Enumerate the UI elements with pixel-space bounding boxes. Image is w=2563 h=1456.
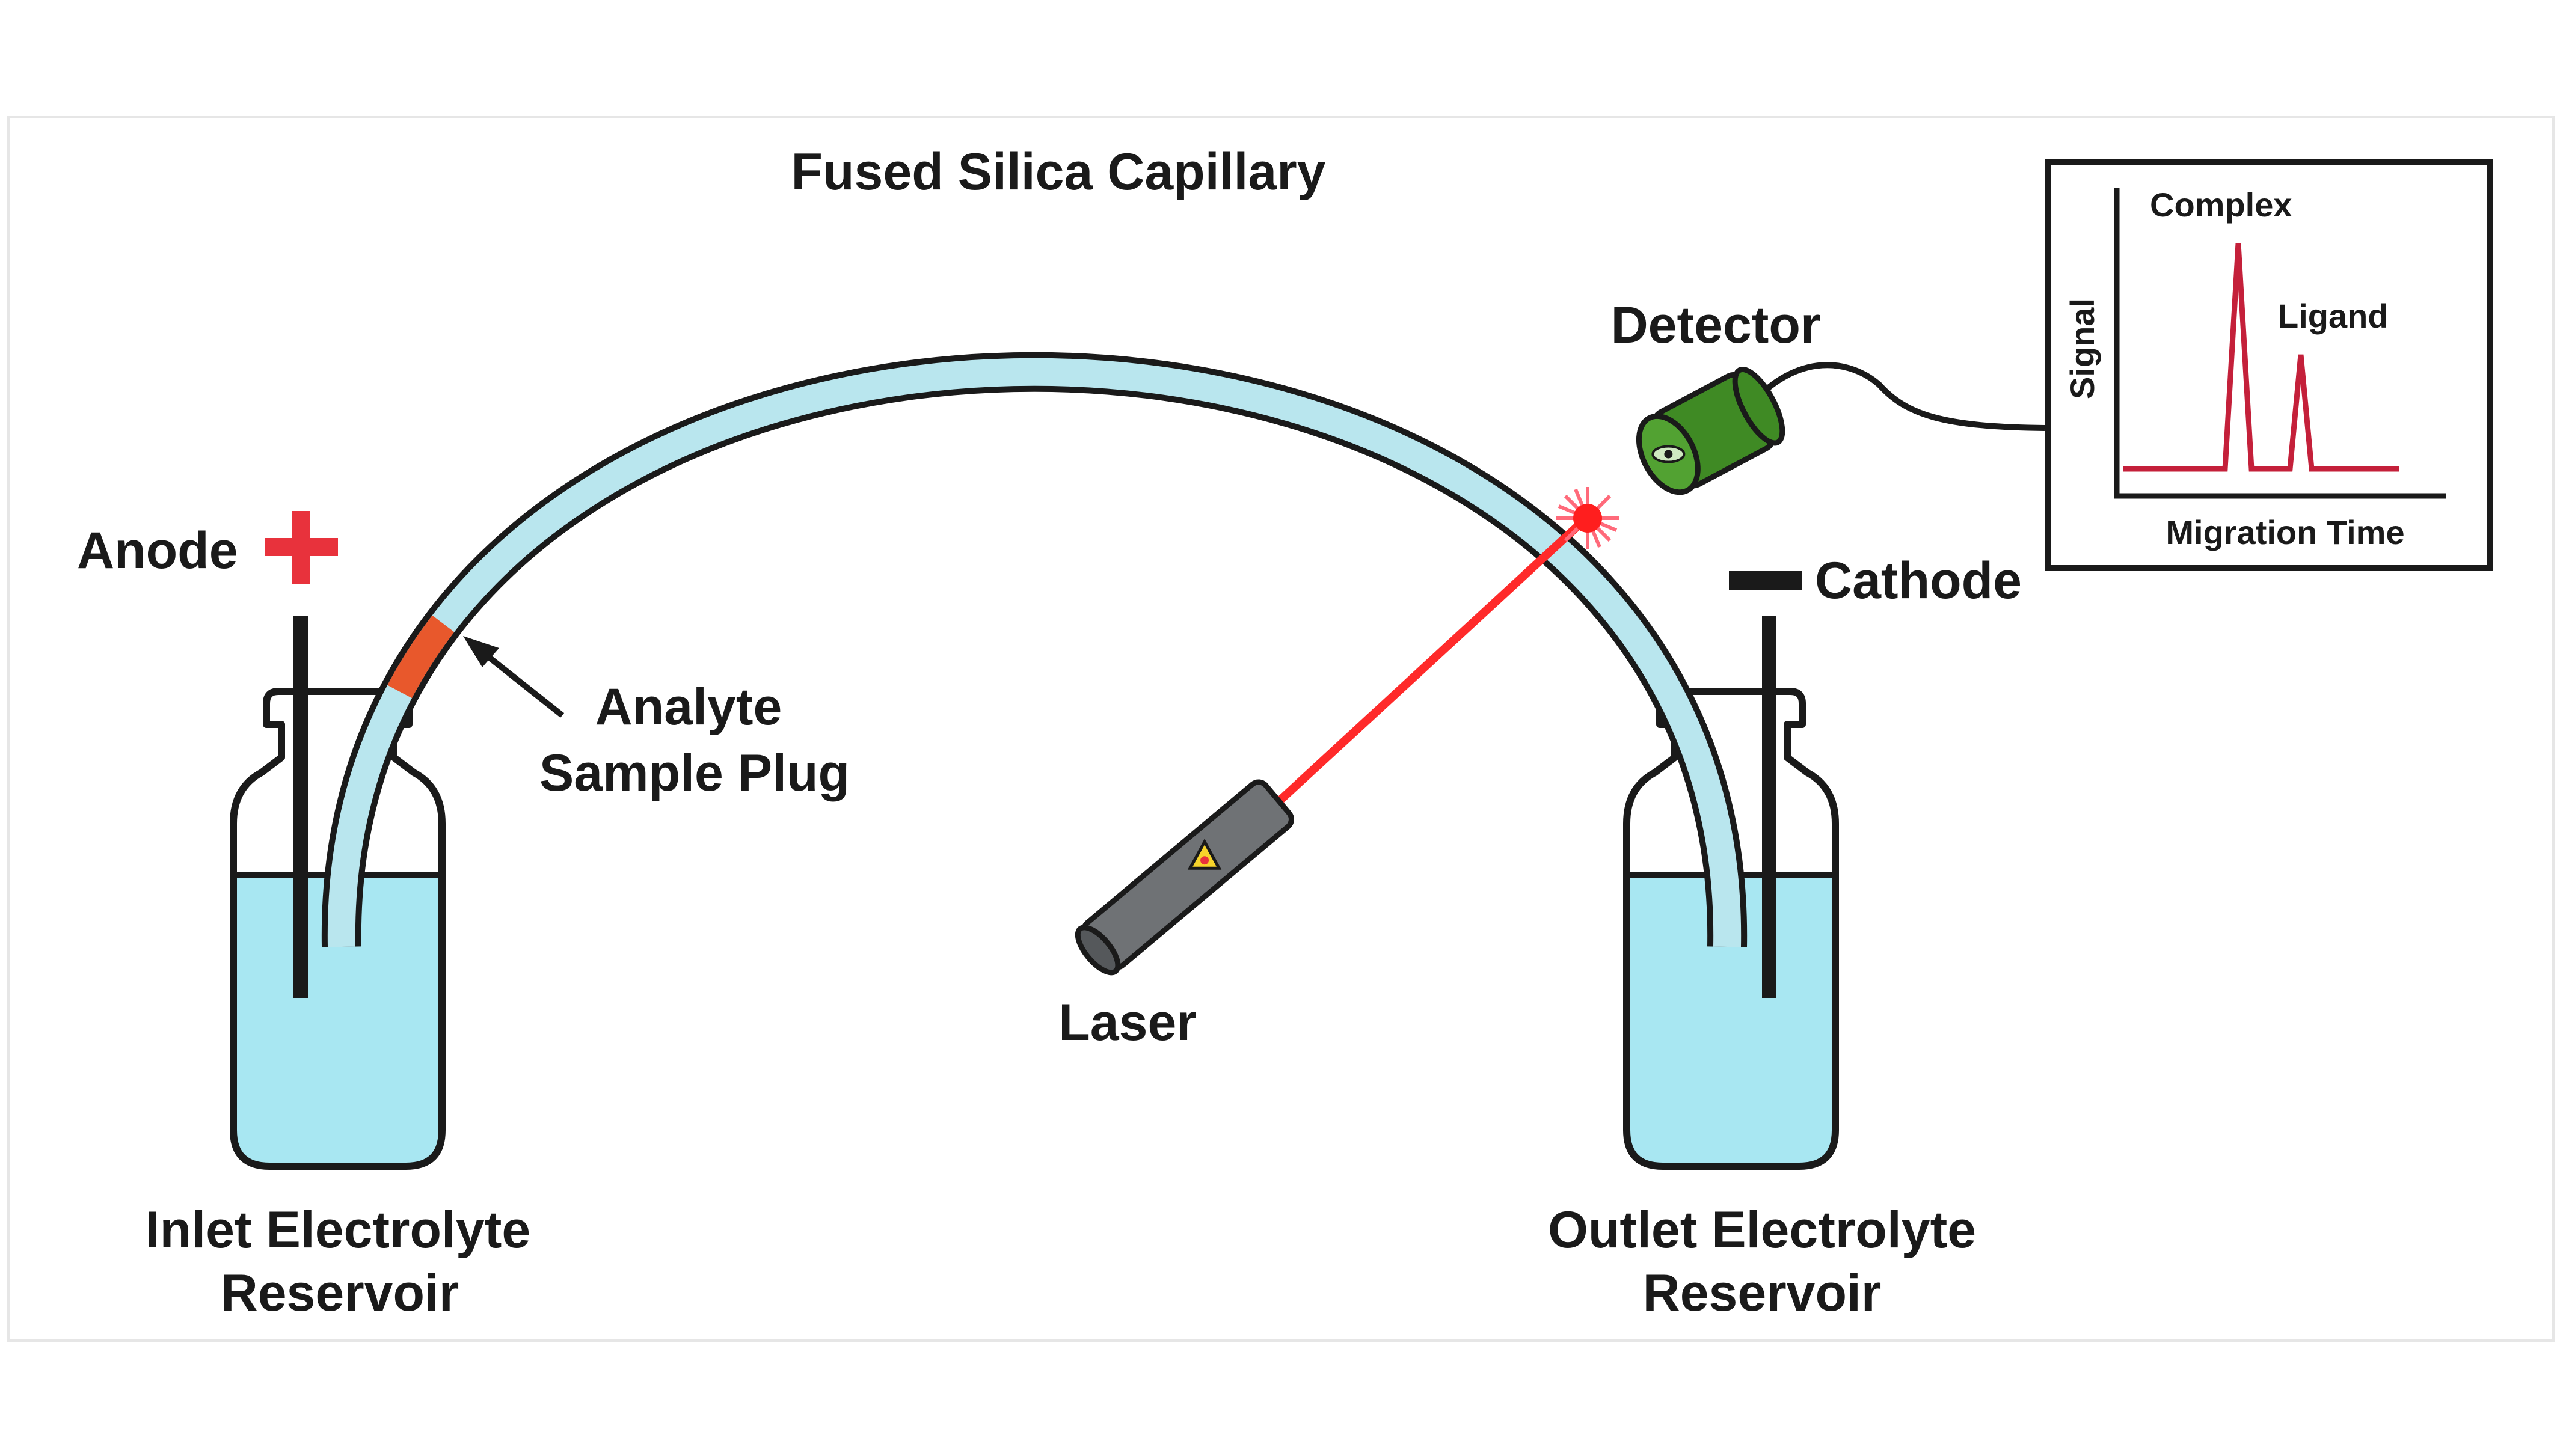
analyte-pointer-arrow bbox=[463, 636, 565, 718]
anode-label: Anode bbox=[77, 522, 238, 580]
outlet-electrolyte bbox=[1627, 875, 1835, 1166]
electropherogram-inset: Complex Ligand Signal Migration Time bbox=[2045, 159, 2493, 571]
outlet-label-line2: Reservoir bbox=[1643, 1264, 1882, 1322]
eye-icon bbox=[1651, 445, 1686, 463]
cathode-electrode bbox=[1762, 616, 1776, 998]
outlet-reservoir bbox=[1623, 616, 1839, 1170]
cathode-label: Cathode bbox=[1815, 552, 2022, 610]
analyte-sample-plug bbox=[327, 358, 1742, 947]
outlet-bottle-outline bbox=[1623, 688, 1839, 1170]
outlet-label-line1: Outlet Electrolyte bbox=[1548, 1201, 1976, 1259]
laser-label: Laser bbox=[1058, 994, 1197, 1051]
minus-icon bbox=[1729, 571, 1802, 590]
peak-label-complex: Complex bbox=[2150, 186, 2292, 224]
inlet-label-line2: Reservoir bbox=[221, 1264, 459, 1322]
peak-label-ligand: Ligand bbox=[2278, 297, 2389, 335]
inlet-electrolyte bbox=[233, 875, 442, 1166]
inset-x-label: Migration Time bbox=[2166, 513, 2404, 551]
analyte-label-line2: Sample Plug bbox=[539, 744, 850, 802]
anode-electrode bbox=[293, 616, 308, 998]
inset-frame bbox=[2045, 159, 2493, 571]
analyte-label-line1: Analyte bbox=[595, 678, 782, 736]
inlet-reservoir bbox=[230, 616, 446, 1170]
signal-trace bbox=[2123, 243, 2399, 472]
detector-cable bbox=[1745, 362, 2045, 431]
laser-beam bbox=[1278, 513, 1591, 803]
inlet-label-line1: Inlet Electrolyte bbox=[146, 1201, 530, 1259]
detector-label: Detector bbox=[1611, 296, 1821, 354]
inset-axes bbox=[2114, 188, 2446, 499]
detector-device bbox=[1636, 366, 1785, 495]
laser-warning-icon bbox=[1187, 839, 1222, 870]
laser-excitation-spot bbox=[1556, 487, 1619, 549]
inset-y-label: Signal bbox=[2063, 298, 2101, 399]
laser-device bbox=[1075, 779, 1294, 976]
plus-icon bbox=[265, 511, 338, 584]
capillary-label: Fused Silica Capillary bbox=[791, 143, 1325, 201]
fused-silica-capillary bbox=[321, 352, 1748, 947]
